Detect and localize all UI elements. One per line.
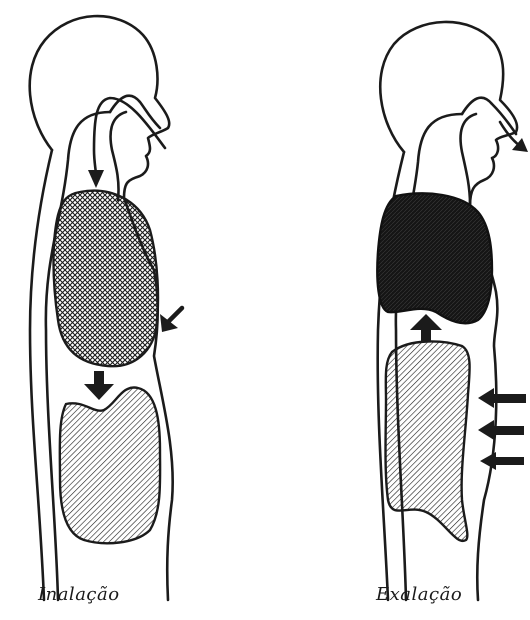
inhalation-caption: Inalação — [38, 584, 120, 605]
push-arrow-middle — [478, 420, 524, 440]
inhalation-figure — [30, 16, 182, 600]
inhalation-airflow-arrow — [94, 98, 165, 176]
abdomen-push-arrows — [478, 388, 526, 470]
chest-expand-arrow — [160, 308, 182, 332]
inhalation-abdomen — [60, 387, 160, 543]
diaphragm-down-arrow — [84, 371, 114, 400]
exhalation-lungs — [377, 193, 492, 323]
diaphragm-up-arrow — [410, 314, 442, 342]
push-arrow-top — [478, 388, 526, 408]
push-arrow-bottom — [480, 452, 524, 470]
exhalation-caption: Exalação — [376, 584, 462, 605]
exhalation-figure — [377, 22, 528, 600]
inhalation-lungs — [54, 191, 159, 367]
exhalation-abdomen — [386, 341, 470, 540]
